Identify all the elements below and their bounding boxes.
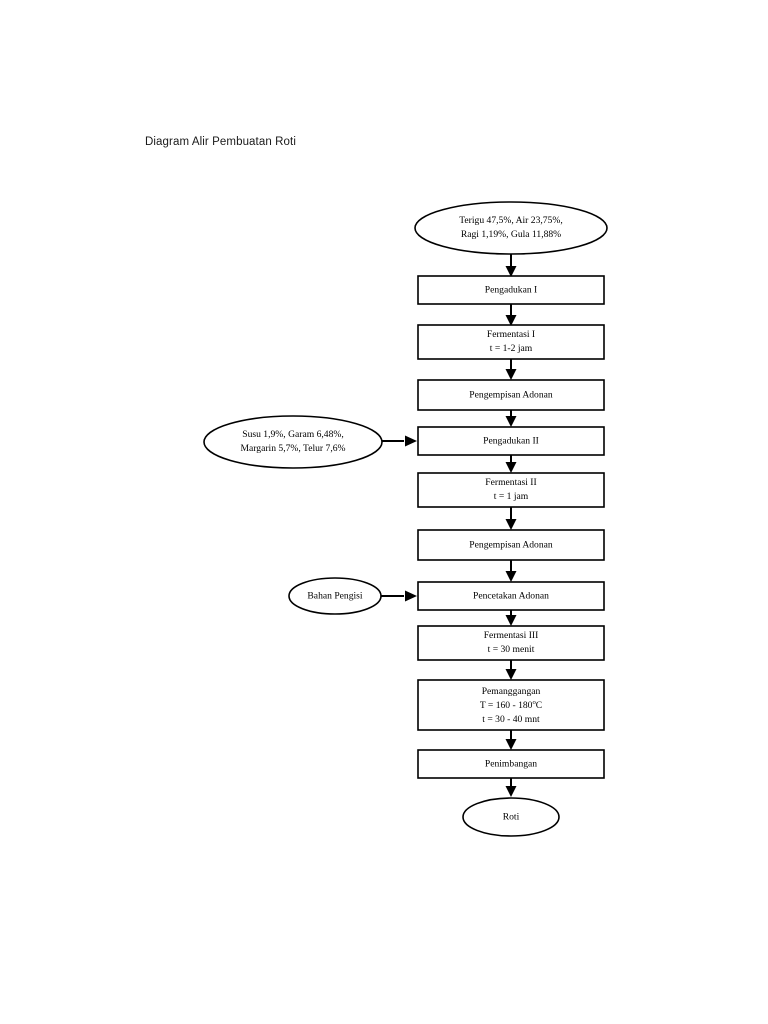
node-fermentasi-3-line2: t = 30 menit — [488, 644, 535, 655]
node-penimbangan-label: Penimbangan — [485, 759, 537, 770]
node-bahan-awal-line2: Ragi 1,19%, Gula 11,88% — [461, 229, 561, 240]
node-pengadukan-1-label: Pengadukan I — [485, 285, 538, 296]
node-bahan-tambahan-line1: Susu 1,9%, Garam 6,48%, — [242, 429, 344, 440]
node-fermentasi-1-line2: t = 1-2 jam — [490, 343, 533, 354]
node-fermentasi-2-line1: Fermentasi II — [485, 477, 536, 488]
page-title: Diagram Alir Pembuatan Roti — [145, 136, 296, 148]
node-pengadukan-2[interactable]: Pengadukan II — [417, 426, 605, 456]
node-bahan-pengisi-label: Bahan Pengisi — [307, 591, 362, 602]
node-pengadukan-2-label: Pengadukan II — [483, 436, 539, 447]
degree-symbol-icon: o — [532, 699, 536, 706]
node-pengempisan-adonan-2[interactable]: Pengempisan Adonan — [417, 529, 605, 561]
node-pemanggangan-temp-unit: C — [536, 700, 542, 711]
node-fermentasi-1-line1: Fermentasi I — [487, 329, 535, 340]
edge-fermentasi-3-to-pemanggangan — [505, 660, 517, 680]
edge-pengadukan-1-to-fermentasi-1 — [505, 304, 517, 326]
node-pengempisan-adonan-2-label: Pengempisan Adonan — [469, 540, 553, 551]
node-bahan-awal-line1: Terigu 47,5%, Air 23,75%, — [459, 215, 563, 226]
edge-pengempisan-adonan-1-to-pengadukan-2 — [505, 410, 517, 427]
node-bahan-pengisi[interactable]: Bahan Pengisi — [288, 577, 382, 615]
node-pengempisan-adonan-1[interactable]: Pengempisan Adonan — [417, 379, 605, 411]
node-bahan-tambahan[interactable]: Susu 1,9%, Garam 6,48%, Margarin 5,7%, T… — [203, 415, 383, 469]
edge-penimbangan-to-roti — [505, 778, 517, 797]
node-pemanggangan-temp-value: T = 160 - 180 — [480, 700, 533, 711]
node-pemanggangan-line2: T = 160 - 180oC — [480, 699, 542, 711]
edge-fermentasi-2-to-pengempisan-adonan-2 — [505, 507, 517, 530]
node-pemanggangan[interactable]: Pemanggangan T = 160 - 180oC t = 30 - 40… — [417, 679, 605, 731]
node-pengempisan-adonan-1-label: Pengempisan Adonan — [469, 390, 553, 401]
node-pencetakan-adonan-label: Pencetakan Adonan — [473, 591, 549, 602]
edge-fermentasi-1-to-pengempisan-adonan-1 — [505, 359, 517, 380]
node-bahan-tambahan-line2: Margarin 5,7%, Telur 7,6% — [240, 443, 345, 454]
node-pencetakan-adonan[interactable]: Pencetakan Adonan — [417, 581, 605, 611]
edge-pengempisan-adonan-2-to-pencetakan-adonan — [505, 560, 517, 582]
node-roti-label: Roti — [503, 812, 520, 823]
edge-bahan-pengisi-to-pencetakan-adonan — [381, 590, 417, 602]
flow-connectors — [381, 254, 517, 797]
edge-pemanggangan-to-penimbangan — [505, 730, 517, 750]
node-bahan-awal[interactable]: Terigu 47,5%, Air 23,75%, Ragi 1,19%, Gu… — [414, 201, 608, 255]
node-pengadukan-1[interactable]: Pengadukan I — [417, 275, 605, 305]
node-penimbangan[interactable]: Penimbangan — [417, 749, 605, 779]
edge-bahan-awal-to-pengadukan-1 — [505, 254, 517, 277]
node-fermentasi-1[interactable]: Fermentasi I t = 1-2 jam — [417, 324, 605, 360]
node-fermentasi-2-line2: t = 1 jam — [494, 491, 529, 502]
node-roti[interactable]: Roti — [462, 797, 560, 837]
edge-pencetakan-adonan-to-fermentasi-3 — [505, 610, 517, 626]
node-fermentasi-2[interactable]: Fermentasi II t = 1 jam — [417, 472, 605, 508]
node-fermentasi-3[interactable]: Fermentasi III t = 30 menit — [417, 625, 605, 661]
edge-bahan-tambahan-to-pengadukan-2 — [381, 435, 417, 447]
node-pemanggangan-line1: Pemanggangan — [482, 686, 541, 697]
node-fermentasi-3-line1: Fermentasi III — [484, 630, 539, 641]
edge-pengadukan-2-to-fermentasi-2 — [505, 455, 517, 473]
node-pemanggangan-line3: t = 30 - 40 mnt — [482, 714, 540, 725]
